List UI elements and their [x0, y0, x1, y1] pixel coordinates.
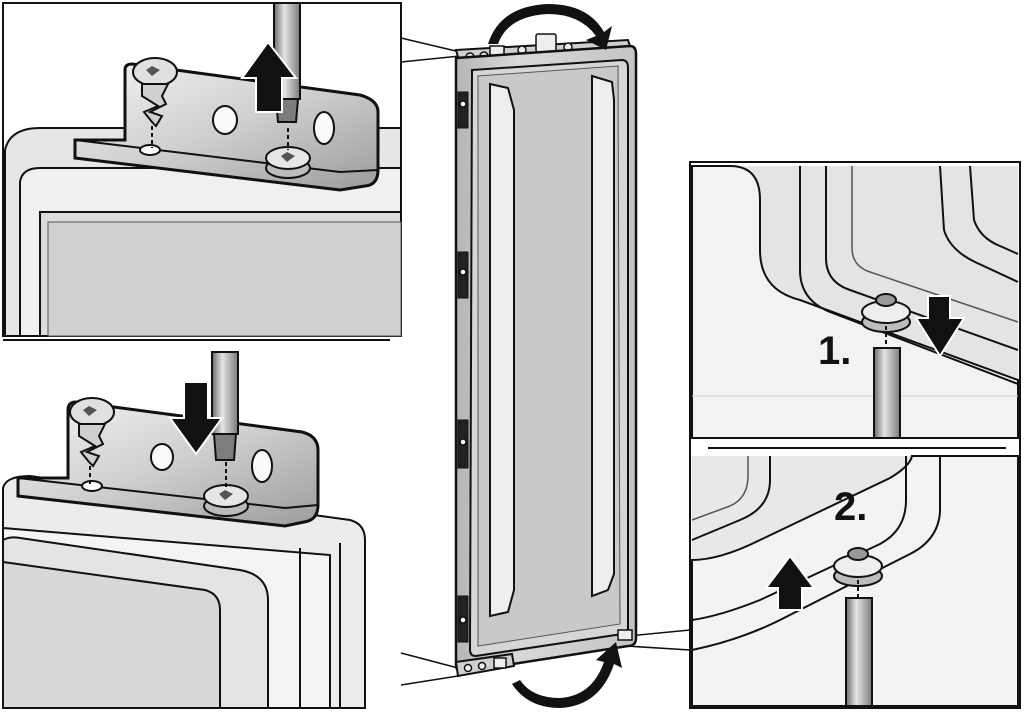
panel-bottom-left — [1, 351, 366, 709]
appliance-bottom-corner — [1, 474, 366, 709]
door-profile-left — [489, 82, 515, 618]
arrow-down-icon — [914, 295, 966, 358]
arrow-up-icon — [764, 554, 816, 611]
bracket-hole — [212, 105, 238, 135]
hinge-pin — [265, 128, 311, 179]
panel-right: 1. 2. — [689, 161, 1021, 709]
arrow-down-icon — [168, 381, 224, 456]
step-label-1: 1. — [818, 329, 851, 373]
panel-top-left — [2, 2, 402, 337]
screwdriver-icon — [845, 597, 873, 707]
bracket-hole-oval — [251, 449, 273, 483]
screw-icon — [69, 397, 115, 486]
side-hinge-screws — [459, 100, 467, 624]
door-profile-right — [591, 74, 615, 598]
step-label-2: 2. — [834, 485, 867, 529]
bracket-hole — [150, 443, 174, 471]
step-1-scene: 1. — [691, 165, 1019, 439]
refrigerator-door — [454, 33, 638, 678]
bracket-hole-oval — [313, 111, 335, 145]
screwdriver-icon — [211, 351, 239, 461]
rotate-arrow-icon — [488, 4, 612, 50]
callout-lines — [400, 37, 691, 686]
arrow-up-icon — [240, 40, 299, 113]
screw-icon — [132, 57, 178, 148]
step-2-scene: 2. — [691, 455, 1019, 707]
rotate-arrow-icon — [512, 642, 622, 708]
hinge-pin — [203, 462, 249, 517]
screwdriver-icon — [873, 347, 901, 439]
